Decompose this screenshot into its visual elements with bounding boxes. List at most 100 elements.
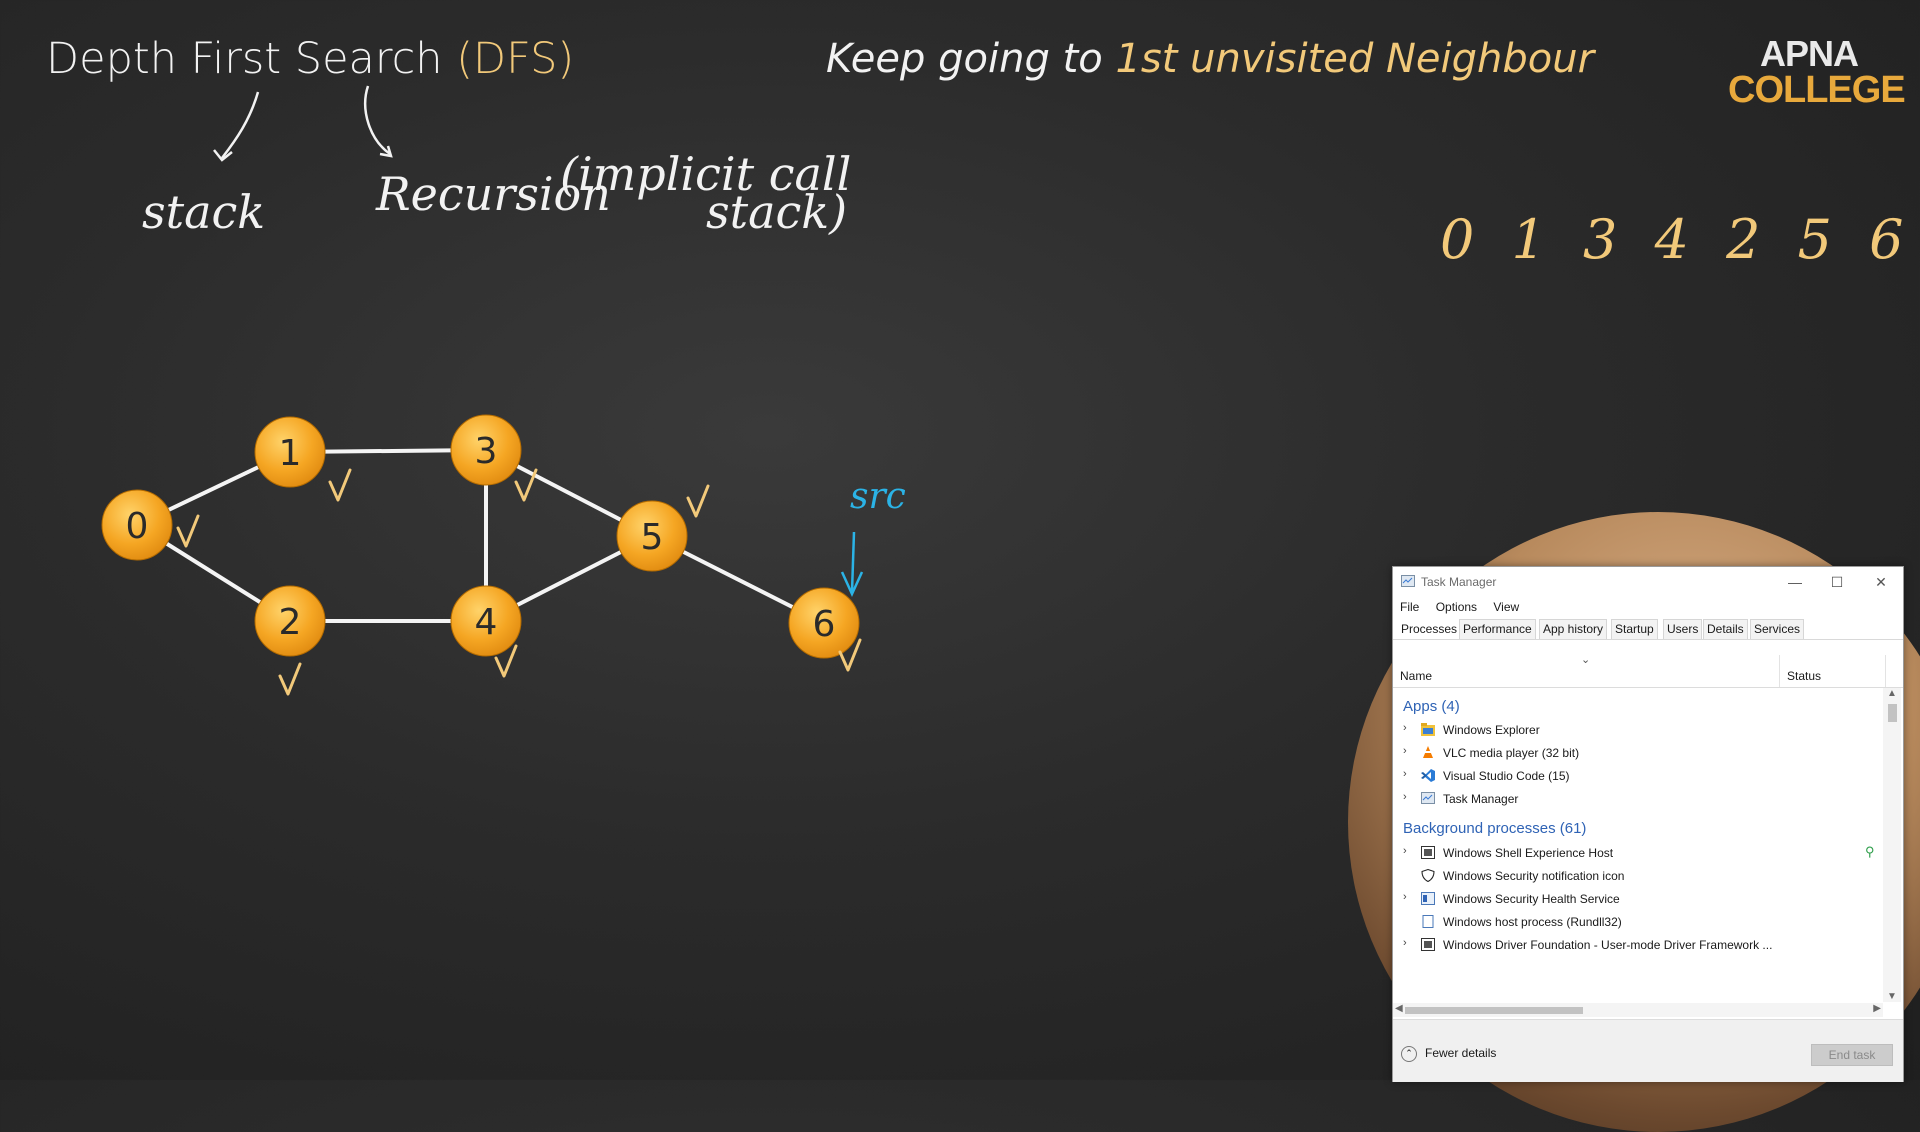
tab-app-history[interactable]: App history — [1539, 619, 1608, 639]
graph-node-label: 3 — [475, 431, 498, 472]
folder-icon — [1421, 723, 1435, 736]
graph-node-label: 6 — [813, 604, 836, 645]
note-call-stack: stack) — [706, 185, 847, 239]
menu-file[interactable]: File — [1400, 600, 1420, 614]
column-divider — [1779, 655, 1780, 687]
close-icon[interactable]: ✕ — [1875, 574, 1887, 590]
expand-arrow-icon[interactable]: › — [1403, 745, 1407, 757]
task-manager-icon — [1401, 575, 1415, 587]
slide-title: Depth First Search (DFS) — [46, 34, 574, 84]
arrow-head-recursion — [379, 145, 393, 158]
visited-checkmark-icon — [838, 638, 862, 672]
group-background[interactable]: Background processes (61) — [1403, 820, 1587, 837]
vertical-scrollbar[interactable]: ▲ ▼ — [1883, 688, 1901, 1002]
scroll-up-icon[interactable]: ▲ — [1887, 688, 1897, 699]
visited-checkmark-icon — [686, 484, 710, 518]
tagline-accent: 1st unvisited Neighbour — [1115, 36, 1595, 82]
chevron-down-icon[interactable]: ⌄ — [1581, 654, 1591, 666]
column-name[interactable]: Name — [1400, 669, 1433, 683]
tab-users[interactable]: Users — [1663, 619, 1703, 639]
window-title: Task Manager — [1421, 575, 1497, 589]
scroll-left-icon[interactable]: ◀ — [1395, 1003, 1403, 1014]
window-frame-icon — [1421, 846, 1435, 859]
minimize-icon[interactable]: — — [1788, 574, 1802, 590]
process-row[interactable]: › VLC media player (32 bit) — [1393, 741, 1883, 765]
horizontal-scrollbar[interactable]: ◀ ▶ — [1393, 1003, 1883, 1017]
logo-line-1: APNA — [1759, 33, 1859, 74]
note-recursion: Recursion — [375, 167, 611, 221]
arrow-to-stack — [221, 91, 260, 159]
note-src: src — [850, 476, 906, 517]
process-row[interactable]: › Windows Explorer — [1393, 718, 1883, 742]
process-name: Visual Studio Code (15) — [1443, 769, 1570, 783]
expand-arrow-icon[interactable]: › — [1403, 722, 1407, 734]
maximize-icon[interactable]: ☐ — [1830, 574, 1844, 590]
scroll-down-icon[interactable]: ▼ — [1887, 991, 1897, 1002]
scroll-thumb[interactable] — [1405, 1007, 1583, 1014]
task-manager-icon — [1421, 792, 1435, 804]
column-status[interactable]: Status — [1787, 669, 1822, 683]
window-frame-icon — [1421, 938, 1435, 951]
graph-node-2 — [254, 585, 326, 657]
column-header: ⌄ Name Status — [1393, 654, 1903, 688]
scroll-thumb[interactable] — [1888, 704, 1897, 722]
vlc-cone-icon — [1423, 746, 1433, 758]
scroll-right-icon[interactable]: ▶ — [1873, 1003, 1881, 1014]
tab-processes[interactable]: Processes — [1397, 619, 1462, 639]
arrow-to-recursion — [364, 85, 391, 156]
graph-node-5 — [616, 500, 688, 572]
process-row[interactable]: › Windows Driver Foundation - User-mode … — [1393, 933, 1883, 957]
document-icon — [1422, 915, 1434, 928]
blackboard-canvas: stack Recursion (implicit call stack) 0 … — [101, 85, 1904, 696]
process-row[interactable]: › Visual Studio Code (15) — [1393, 764, 1883, 788]
process-row[interactable]: Windows host process (Rundll32) — [1393, 910, 1883, 934]
expand-arrow-icon[interactable]: › — [1403, 937, 1407, 949]
menu-options[interactable]: Options — [1435, 600, 1478, 614]
process-row[interactable]: › Windows Security Health Service — [1393, 887, 1883, 911]
menu-view[interactable]: View — [1493, 600, 1520, 614]
end-task-button[interactable]: End task — [1811, 1044, 1893, 1066]
graph-node-label: 0 — [126, 506, 149, 547]
process-name: Windows Explorer — [1443, 723, 1540, 737]
process-row[interactable]: Windows Security notification icon — [1393, 864, 1883, 888]
process-name: Windows Security Health Service — [1443, 892, 1620, 906]
vscode-icon — [1421, 769, 1435, 782]
process-name: Windows host process (Rundll32) — [1443, 915, 1622, 929]
slide-tagline: Keep going to 1st unvisited Neighbour — [826, 36, 1594, 82]
tab-services[interactable]: Services — [1750, 619, 1805, 639]
graph-node-3 — [450, 414, 522, 486]
expand-arrow-icon[interactable]: › — [1403, 845, 1407, 857]
visited-ticks — [176, 468, 862, 696]
tab-details[interactable]: Details — [1703, 619, 1748, 639]
process-row[interactable]: › Windows Shell Experience Host ⚲ — [1393, 841, 1883, 865]
process-row[interactable]: › Task Manager — [1393, 787, 1883, 811]
note-implicit-call: (implicit call — [560, 147, 851, 201]
title-bar[interactable]: Task Manager — ☐ ✕ — [1393, 567, 1903, 597]
logo-line-2: COLLEGE — [1728, 69, 1906, 111]
expand-arrow-icon[interactable]: › — [1403, 768, 1407, 780]
graph-node-4 — [450, 585, 522, 657]
graph-node-0 — [101, 489, 173, 561]
note-stack: stack — [142, 185, 265, 239]
menu-bar: File Options View — [1393, 597, 1903, 617]
leaf-icon: ⚲ — [1865, 844, 1875, 859]
service-window-icon — [1421, 892, 1435, 905]
visited-checkmark-icon — [514, 468, 538, 502]
process-name: VLC media player (32 bit) — [1443, 746, 1580, 760]
fewer-details-label: Fewer details — [1425, 1046, 1497, 1061]
expand-arrow-icon[interactable]: › — [1403, 791, 1407, 803]
task-manager-window[interactable]: Task Manager — ☐ ✕ File Options View Pro… — [1392, 566, 1904, 1082]
src-arrow-head — [840, 571, 864, 598]
tab-startup[interactable]: Startup — [1611, 619, 1658, 639]
graph-node-1 — [254, 416, 326, 488]
shield-icon — [1421, 869, 1435, 882]
visited-checkmark-icon — [278, 662, 302, 696]
chevron-up-icon: ⌃ — [1401, 1046, 1417, 1062]
fewer-details-button[interactable]: ⌃ Fewer details — [1401, 1046, 1496, 1062]
tab-performance[interactable]: Performance — [1459, 619, 1536, 639]
apna-college-logo: APNA COLLEGE — [1728, 33, 1906, 111]
slide-title-main: Depth First Search — [46, 34, 443, 84]
expand-arrow-icon[interactable]: › — [1403, 891, 1407, 903]
group-apps[interactable]: Apps (4) — [1403, 698, 1460, 715]
